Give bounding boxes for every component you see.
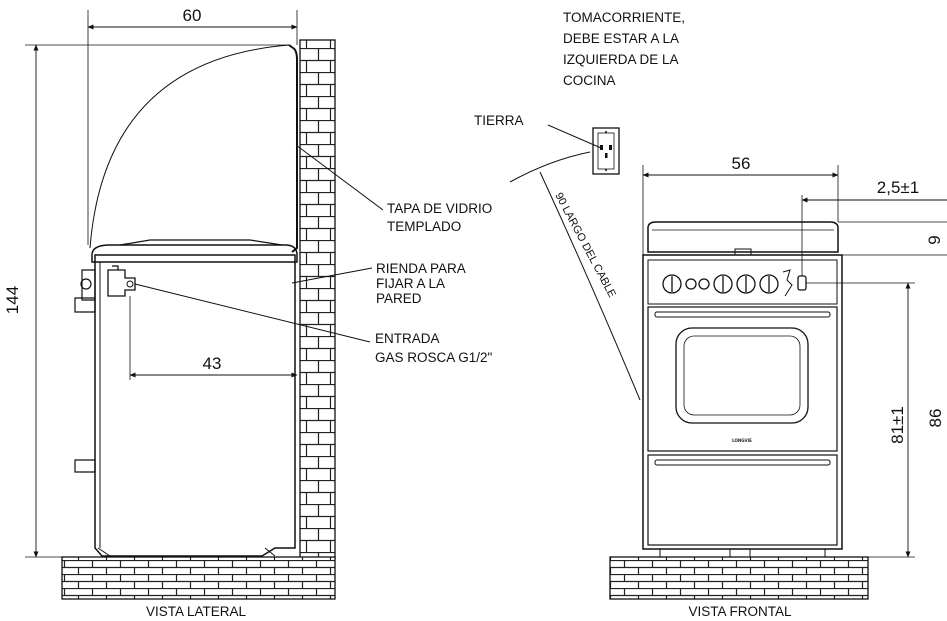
leader-strap [291,267,373,284]
brick-wall [299,39,336,559]
label-strap-3: PARED [376,291,422,306]
stove-lid-front [647,221,839,253]
dim-144: 144 [3,286,22,314]
label-gas-inlet-2: GAS ROSCA G1/2" [375,350,493,365]
control-knobs [662,274,779,294]
caption-side-view: VISTA LATERAL [146,604,247,619]
leader-glass-lid [295,144,384,211]
leader-ground [547,124,602,149]
label-strap-2: FIJAR A LA [376,276,445,291]
dim-9: 9 [925,235,944,244]
dim-56: 56 [732,154,751,173]
label-gas-inlet-1: ENTRADA [375,331,440,346]
label-glass-lid-1: TAPA DE VIDRIO [387,201,492,216]
brand-logo: LONGVIE [732,438,752,443]
caption-front-view: VISTA FRONTAL [688,604,792,619]
leader-gas-inlet [134,283,371,343]
stove-body-side [94,254,296,557]
label-outlet-1: TOMACORRIENTE, [563,10,685,25]
lid-swing-arc [89,44,290,249]
label-outlet-4: COCINA [563,73,616,88]
dim-60: 60 [183,6,202,25]
side-view [25,10,384,600]
dim-81: 81±1 [888,406,907,444]
label-strap-1: RIENDA PARA [376,261,466,276]
glass-lid-open [291,47,298,253]
gas-inlet-fitting [107,269,136,297]
stove-body-front [642,254,843,550]
dim-2-5: 2,5±1 [877,178,919,197]
wall-outlet [592,127,620,175]
power-cable [539,171,641,401]
label-cable-length: 90 LARGO DEL CABLE [552,191,618,300]
floor-front [609,556,869,600]
front-view [509,127,947,600]
label-outlet-3: IZQUIERDA DE LA [563,52,679,67]
label-outlet-2: DEBE ESTAR A LA [563,31,679,46]
dim-43: 43 [203,354,222,373]
label-glass-lid-2: TEMPLADO [387,219,461,234]
dim-86: 86 [926,409,945,428]
oven-window [675,327,809,424]
floor-side [61,556,336,600]
label-ground: TIERRA [474,113,524,128]
